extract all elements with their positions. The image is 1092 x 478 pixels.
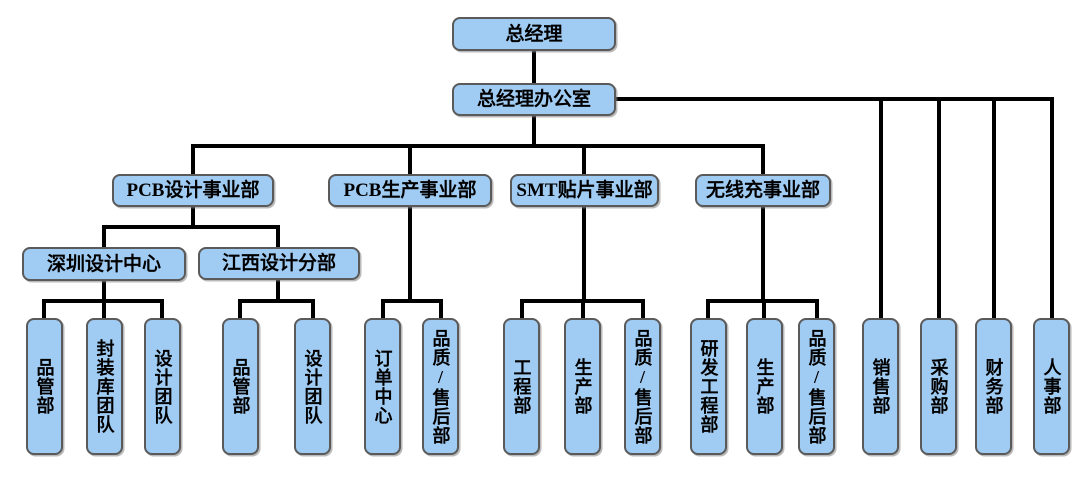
node-jiangxi-design-branch: 江西设计分部 <box>198 247 360 280</box>
node-purchasing-dept: 采购部 <box>920 318 957 455</box>
node-smt-production-dept: 生产部 <box>564 318 601 455</box>
node-gm-office: 总经理办公室 <box>452 83 616 116</box>
node-pcb-quality-aftersales-dept: 品质/售后部 <box>422 318 459 455</box>
node-sales-dept: 销售部 <box>862 318 899 455</box>
node-jx-design-team: 设计团队 <box>294 318 331 455</box>
node-sz-quality-dept: 品管部 <box>26 318 63 455</box>
node-general-manager: 总经理 <box>452 17 616 51</box>
node-smt-engineering-dept: 工程部 <box>503 318 540 455</box>
node-sz-package-library-team: 封装库团队 <box>86 318 123 455</box>
node-hr-dept: 人事部 <box>1033 318 1070 455</box>
node-order-center: 订单中心 <box>364 318 401 455</box>
node-finance-dept: 财务部 <box>975 318 1012 455</box>
node-wireless-charging-division: 无线充事业部 <box>695 174 831 207</box>
node-wl-production-dept: 生产部 <box>746 318 783 455</box>
node-shenzhen-design-center: 深圳设计中心 <box>22 247 186 281</box>
node-sz-design-team: 设计团队 <box>144 318 181 455</box>
node-smt-division: SMT贴片事业部 <box>510 174 659 207</box>
node-wl-rd-engineering-dept: 研发工程部 <box>690 318 727 455</box>
node-smt-quality-aftersales-dept: 品质/售后部 <box>624 318 661 455</box>
node-jx-quality-dept: 品管部 <box>222 318 259 455</box>
node-wl-quality-aftersales-dept: 品质/售后部 <box>798 318 835 455</box>
node-pcb-design-division: PCB设计事业部 <box>112 174 274 207</box>
node-pcb-production-division: PCB生产事业部 <box>328 174 492 207</box>
